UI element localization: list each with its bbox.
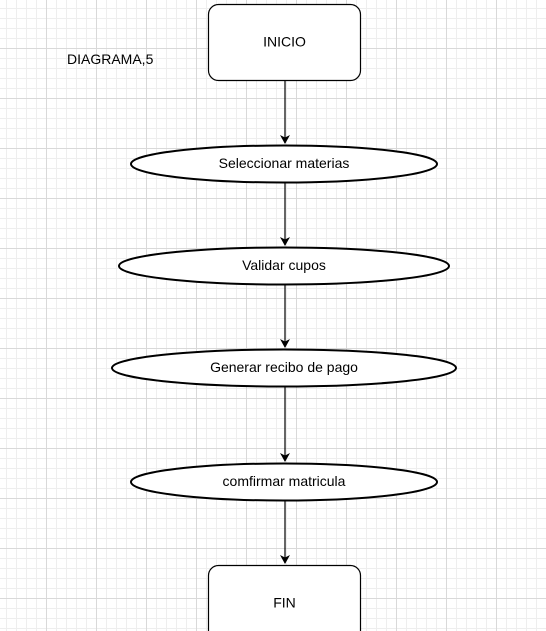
- end-node[interactable]: FIN: [207, 564, 362, 631]
- start-node[interactable]: INICIO: [207, 3, 362, 82]
- process-node-select-subjects-label: Seleccionar materias: [219, 155, 350, 171]
- process-node-generate-receipt-label: Generar recibo de pago: [210, 359, 358, 375]
- diagram-caption: DIAGRAMA,5: [67, 51, 154, 67]
- process-node-select-subjects[interactable]: Seleccionar materias: [130, 144, 438, 184]
- process-node-confirm-enrollment[interactable]: comfirmar matricula: [130, 462, 438, 502]
- process-node-validate-seats[interactable]: Validar cupos: [118, 246, 450, 286]
- process-node-validate-seats-label: Validar cupos: [242, 257, 326, 273]
- start-node-label: INICIO: [263, 34, 306, 50]
- end-node-label: FIN: [273, 595, 296, 611]
- process-node-generate-receipt[interactable]: Generar recibo de pago: [111, 348, 457, 388]
- process-node-confirm-enrollment-label: comfirmar matricula: [223, 473, 346, 489]
